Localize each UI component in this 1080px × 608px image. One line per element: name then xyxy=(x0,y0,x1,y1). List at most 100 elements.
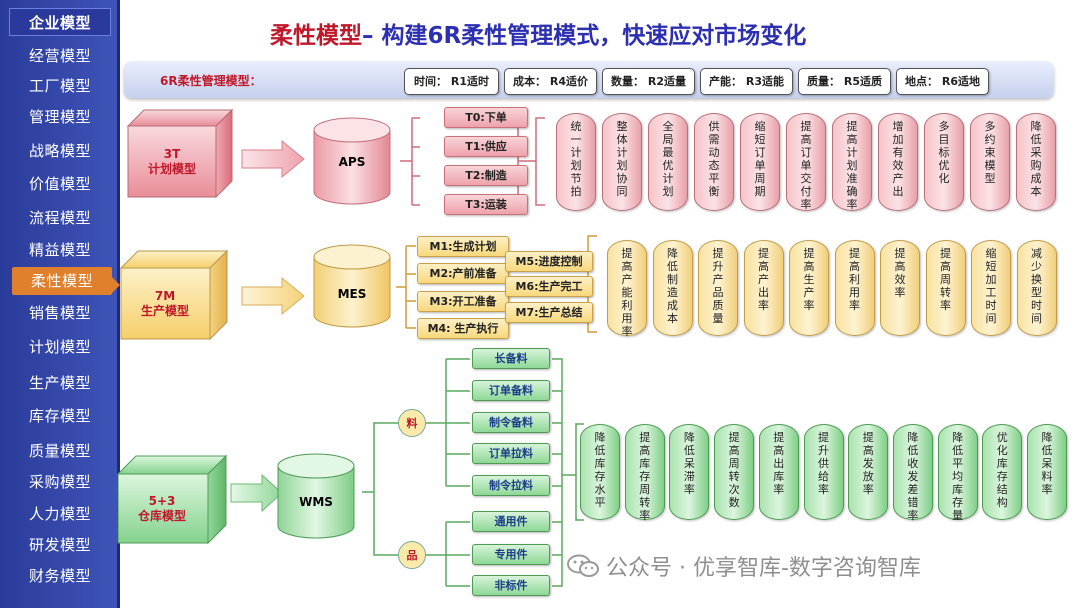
banner-item-time: 时间： R1适时 xyxy=(404,68,499,95)
outcome-text: 降低库存水平 xyxy=(594,431,606,509)
mes-step: M7:生产总结 xyxy=(505,302,593,323)
outcome-pill: 降低呆滞率 xyxy=(669,424,710,520)
aps-step: T2:制造 xyxy=(444,165,528,186)
outcome-text: 降低制造成本 xyxy=(667,247,678,325)
aps-bracket xyxy=(400,117,545,206)
outcome-text: 优化库存结构 xyxy=(996,431,1008,509)
mes-step: M5:进度控制 xyxy=(505,251,593,272)
outcome-text: 缩短订单周期 xyxy=(754,120,766,198)
sidebar-item[interactable]: 计划模型 xyxy=(28,338,91,356)
sidebar-item[interactable]: 流程模型 xyxy=(28,209,91,227)
outcome-text: 多约束模型 xyxy=(984,120,996,185)
cube-warehouse xyxy=(116,454,228,545)
sidebar-item[interactable]: 价值模型 xyxy=(28,175,91,193)
sidebar-item[interactable]: 人力模型 xyxy=(28,505,91,523)
mes-step: M3:开工准备 xyxy=(417,291,509,312)
outcome-pill: 增加有效产出 xyxy=(878,113,918,211)
banner-label: 6R柔性管理模型： xyxy=(160,74,262,88)
outcome-text: 提高周转率 xyxy=(940,247,951,312)
outcome-pill: 提高发放率 xyxy=(848,424,889,520)
wechat-icon xyxy=(567,554,599,577)
material-item: 订单备料 xyxy=(472,380,550,401)
sidebar-item[interactable]: 采购模型 xyxy=(28,473,91,491)
material-item: 订单拉料 xyxy=(472,443,550,464)
outcome-pill: 提升供给率 xyxy=(803,424,844,520)
outcome-pill: 提高周转率 xyxy=(925,240,966,336)
outcome-text: 降低平均库存量 xyxy=(952,431,964,522)
outcome-text: 提高发放率 xyxy=(862,431,874,496)
product-item: 通用件 xyxy=(472,511,550,532)
outcome-text: 多目标优化 xyxy=(938,120,950,185)
outcome-text: 提高产出率 xyxy=(758,247,769,312)
outcome-pill: 降低呆料率 xyxy=(1027,424,1067,520)
cylinder-wms xyxy=(277,453,355,539)
material-item: 长备料 xyxy=(472,348,550,369)
cylinder-mes xyxy=(313,244,391,328)
arrow-production xyxy=(241,276,305,316)
outcome-pill: 提升产品质量 xyxy=(698,240,738,336)
sidebar-item[interactable]: 销售模型 xyxy=(28,304,91,322)
outcome-text: 提升供给率 xyxy=(818,431,829,496)
outcome-text: 提高计划准确率 xyxy=(846,120,858,211)
banner-item-quality: 质量： R5适质 xyxy=(798,68,891,95)
outcome-pill: 提高利用率 xyxy=(834,240,875,336)
title-highlight: 柔性模型 xyxy=(270,23,362,49)
outcome-text: 提高出库率 xyxy=(773,431,785,496)
outcome-pill: 降低收发差错率 xyxy=(892,424,933,522)
warehouse-model-code: 5+3 xyxy=(148,494,176,508)
outcome-text: 降低收发差错率 xyxy=(907,431,919,522)
outcome-text: 提高库存周转率 xyxy=(639,431,651,522)
outcome-pill: 全局最优计划 xyxy=(648,113,688,211)
outcome-text: 供需动态平衡 xyxy=(708,120,720,198)
banner-item-location: 地点： R6适地 xyxy=(896,68,989,95)
mes-step: M1:生成计划 xyxy=(417,236,509,257)
outcome-text: 增加有效产出 xyxy=(892,120,904,198)
outcome-text: 统一计划节拍 xyxy=(570,120,582,198)
warehouse-model-name: 仓库模型 xyxy=(137,509,186,523)
sidebar-item[interactable]: 企业模型 xyxy=(9,8,111,36)
outcome-text: 提高效率 xyxy=(894,247,906,299)
sidebar-item[interactable]: 质量模型 xyxy=(28,442,91,460)
outcome-text: 提高利用率 xyxy=(849,247,860,312)
outcome-pill: 缩短加工时间 xyxy=(971,240,1011,336)
sidebar-item[interactable]: 战略模型 xyxy=(28,142,91,160)
branch-material: 料 xyxy=(398,409,426,437)
outcome-pill: 提高产能利用率 xyxy=(607,240,647,338)
cylinder-aps xyxy=(313,117,391,205)
wms-tree xyxy=(362,358,584,587)
product-item: 专用件 xyxy=(472,544,550,565)
outcome-pill: 降低平均库存量 xyxy=(937,424,978,522)
outcome-pill: 多目标优化 xyxy=(924,113,964,211)
active-pointer-arrow xyxy=(112,277,120,293)
sidebar-item[interactable]: 财务模型 xyxy=(28,567,91,585)
outcome-pill: 提高库存周转率 xyxy=(624,424,665,522)
sidebar-item[interactable]: 柔性模型 xyxy=(12,267,112,295)
sidebar-item[interactable]: 生产模型 xyxy=(28,374,91,392)
sidebar-item[interactable]: 管理模型 xyxy=(28,108,91,126)
sidebar-item[interactable]: 库存模型 xyxy=(28,407,91,425)
mes-step: M2:产前准备 xyxy=(417,263,509,284)
arrow-plan xyxy=(241,139,305,179)
outcome-pill: 供需动态平衡 xyxy=(694,113,734,211)
sidebar-item[interactable]: 经营模型 xyxy=(28,47,91,65)
sidebar-item[interactable]: 研发模型 xyxy=(28,536,91,554)
banner-item-cost: 成本： R4适价 xyxy=(504,68,597,95)
sidebar-item[interactable]: 工厂模型 xyxy=(28,77,91,95)
outcome-text: 整体计划协同 xyxy=(616,120,628,198)
outcome-pill: 统一计划节拍 xyxy=(556,113,596,211)
banner-item-capacity: 产能： R3适能 xyxy=(700,68,793,95)
outcome-pill: 提高产出率 xyxy=(743,240,784,336)
outcome-text: 缩短加工时间 xyxy=(985,247,997,325)
outcome-text: 减少换型时间 xyxy=(1031,247,1042,325)
outcome-text: 提高订单交付率 xyxy=(800,120,812,211)
sidebar-item[interactable]: 精益模型 xyxy=(28,241,91,259)
plan-model-code: 3T xyxy=(163,147,181,161)
watermark-text: 公众号 · 优享智库-数字咨询智库 xyxy=(606,556,921,581)
plan-model-name: 计划模型 xyxy=(147,162,196,176)
arrow-warehouse xyxy=(230,473,283,513)
